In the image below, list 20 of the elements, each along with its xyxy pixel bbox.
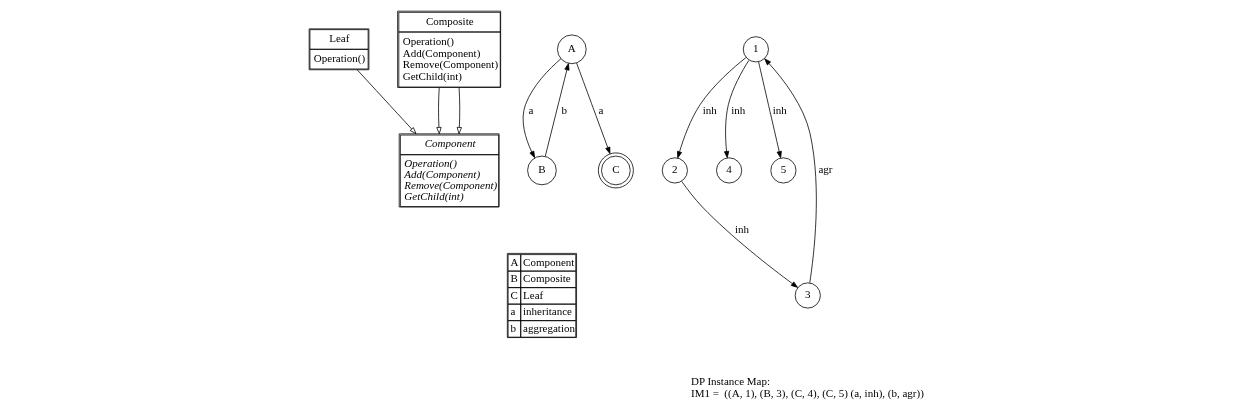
label: Composite <box>522 272 571 285</box>
label: b <box>509 321 516 334</box>
label: C <box>509 288 518 301</box>
edge-label: inh <box>730 103 745 116</box>
label: B <box>509 272 518 285</box>
label: IM1 = ((A, 1), (B, 3), (C, 4), (C, 5) (a, inh), (b, agr)) <box>690 386 924 399</box>
label: Component <box>522 255 574 268</box>
label: aggregation <box>522 321 575 334</box>
edge-label: inh <box>702 103 717 116</box>
label: A <box>509 255 518 268</box>
label: a <box>509 305 515 318</box>
edge-label: b <box>561 103 567 116</box>
label: Leaf <box>522 288 543 301</box>
label: inheritance <box>522 305 572 318</box>
edge-label: a <box>597 103 603 116</box>
edge-label: a <box>527 103 533 116</box>
edge-label: inh <box>734 223 749 236</box>
label: DP Instance Map: <box>690 374 770 387</box>
edge-label: agr <box>817 163 832 176</box>
edge-label: inh <box>772 103 787 116</box>
